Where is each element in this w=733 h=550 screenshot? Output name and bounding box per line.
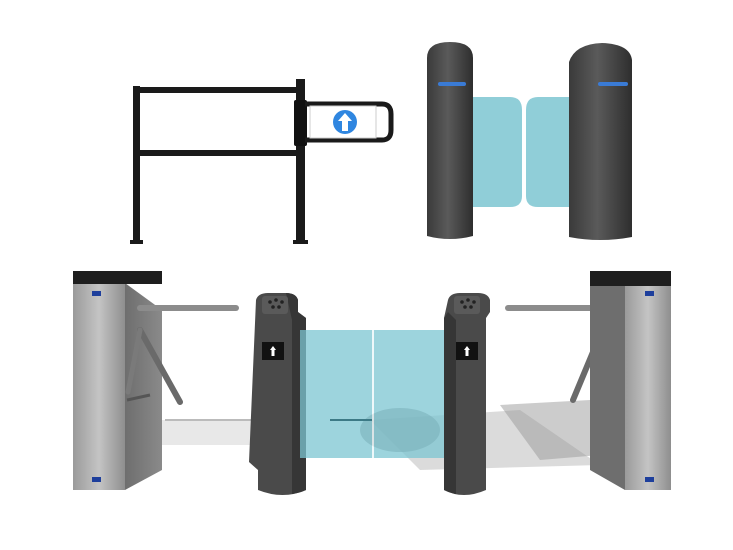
flap-barrier — [427, 42, 632, 240]
glass-flap-right — [526, 97, 574, 207]
turnstile-top-cap — [590, 271, 671, 286]
speed-gate-right-cabinet — [444, 293, 490, 495]
turnstile-indicator-bottom — [92, 477, 101, 482]
speed-gate-glass-left — [300, 330, 372, 458]
flap-right-column — [569, 43, 632, 240]
tripod-arm-lower — [137, 327, 183, 405]
arrow-up-icon — [464, 346, 470, 356]
turnstile-body — [73, 283, 125, 490]
speed-gate-left-cabinet — [249, 293, 306, 495]
glass-flap-left — [473, 97, 522, 207]
turnstile-body — [625, 285, 671, 490]
swing-gate — [130, 79, 394, 244]
swing-gate-left-post — [133, 86, 140, 244]
left-column-indicator — [438, 82, 466, 86]
turnstile-indicator-top — [645, 291, 654, 296]
turnstile-indicator-top — [92, 291, 101, 296]
flap-left-column — [427, 42, 473, 239]
speed-gate-pair — [249, 293, 600, 495]
arrow-up-icon — [270, 346, 276, 356]
swing-gate-right-post — [296, 79, 305, 244]
turnstile-indicator-bottom — [645, 477, 654, 482]
tripod-turnstile-right — [500, 271, 671, 490]
swing-gate-top-rail — [136, 87, 299, 93]
tripod-arm-back — [125, 327, 143, 395]
swing-gate-bottom-rail — [136, 150, 299, 156]
tripod-turnstile-left — [73, 271, 265, 490]
right-column-indicator — [598, 82, 628, 86]
speed-gate-glass-right — [374, 330, 444, 458]
arrow-up-icon — [333, 110, 357, 134]
turnstile-top-cap — [73, 271, 162, 284]
swing-arm — [305, 101, 394, 143]
